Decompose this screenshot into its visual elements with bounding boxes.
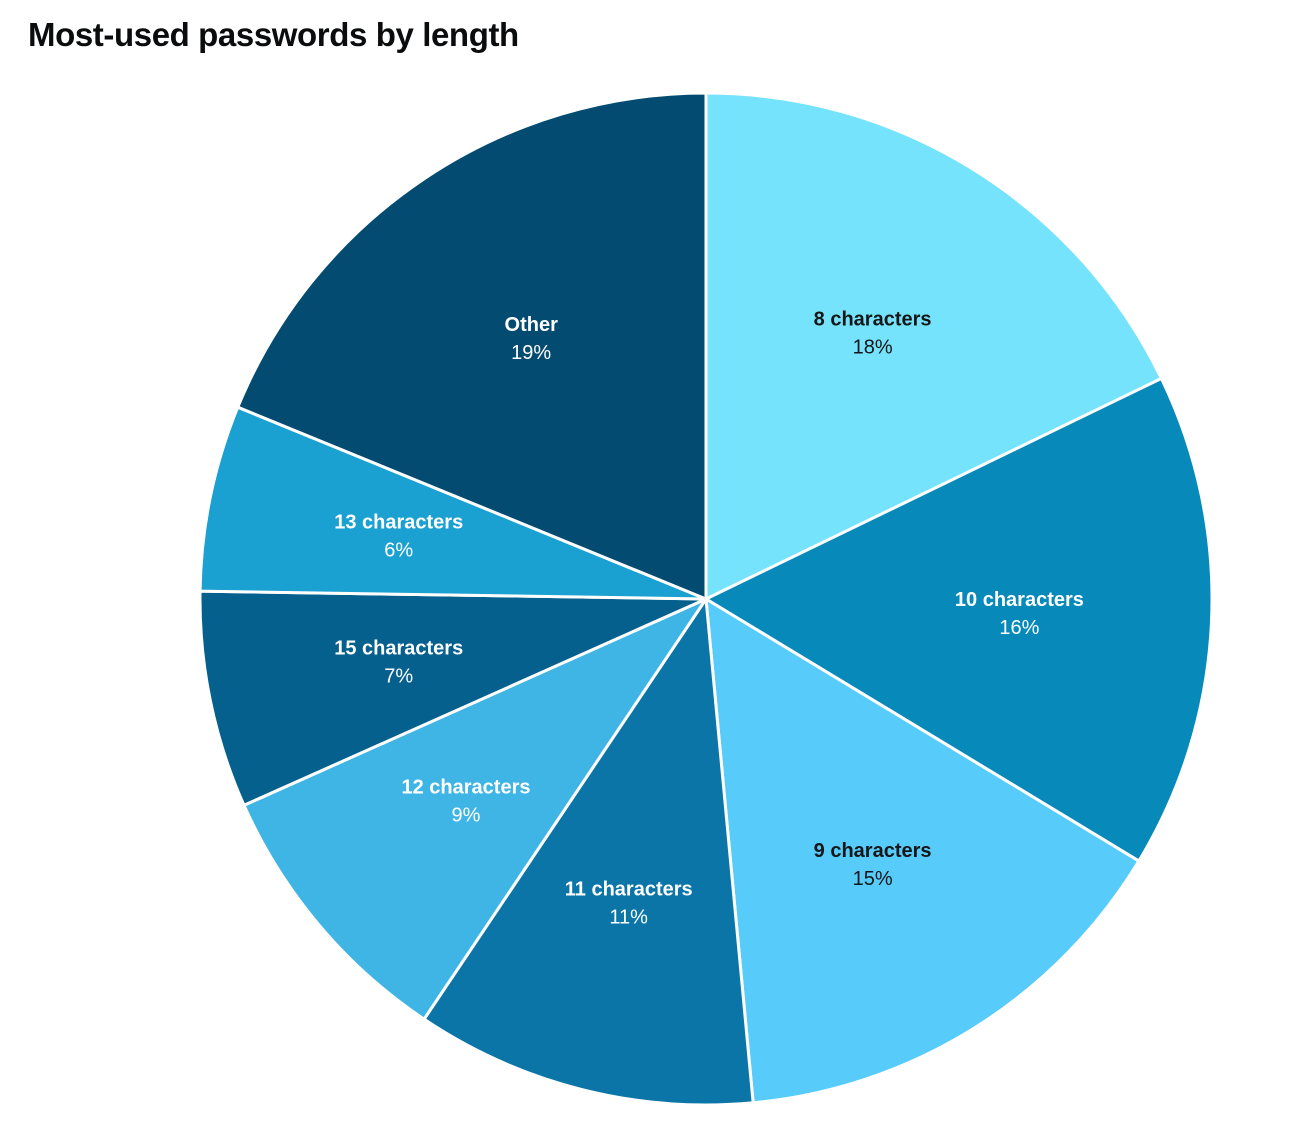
pie-slice[interactable] [702,376,1214,864]
pie-slice-label: 8 characters [814,308,932,330]
pie-slice-label: 13 characters [334,511,463,533]
pie-slice-label: 9 characters [814,840,932,862]
pie-slice-label: 11 characters [565,878,693,900]
pie-slices-group [198,91,1214,1107]
pie-slice[interactable] [704,596,1141,1105]
pie-slice[interactable] [421,594,755,1107]
pie-slice-label: 12 characters [402,776,531,798]
pie-slice[interactable] [198,589,707,808]
pie-slice-value: 9% [452,804,481,826]
page-title: Most-used passwords by length [28,16,519,53]
pie-slice-value: 18% [853,336,893,358]
pie-slice-value: 11% [609,906,648,928]
pie-slice-label: Other [505,314,559,336]
pie-slice[interactable] [235,91,708,602]
pie-slice-value: 19% [511,342,551,364]
pie-slice-value: 7% [384,665,413,687]
pie-slice-value: 6% [384,539,413,561]
pie-slice[interactable] [704,91,1164,602]
pie-slice-label: 10 characters [955,589,1084,611]
pie-slice-label: 15 characters [334,637,463,659]
pie-slice[interactable] [241,595,711,1022]
pie-slice[interactable] [198,405,707,601]
pie-slice-value: 16% [999,617,1039,639]
pie-slice-value: 15% [853,868,893,890]
pie-labels-group: 8 characters 18% 10 characters 16% 9 charact… [334,308,1084,928]
